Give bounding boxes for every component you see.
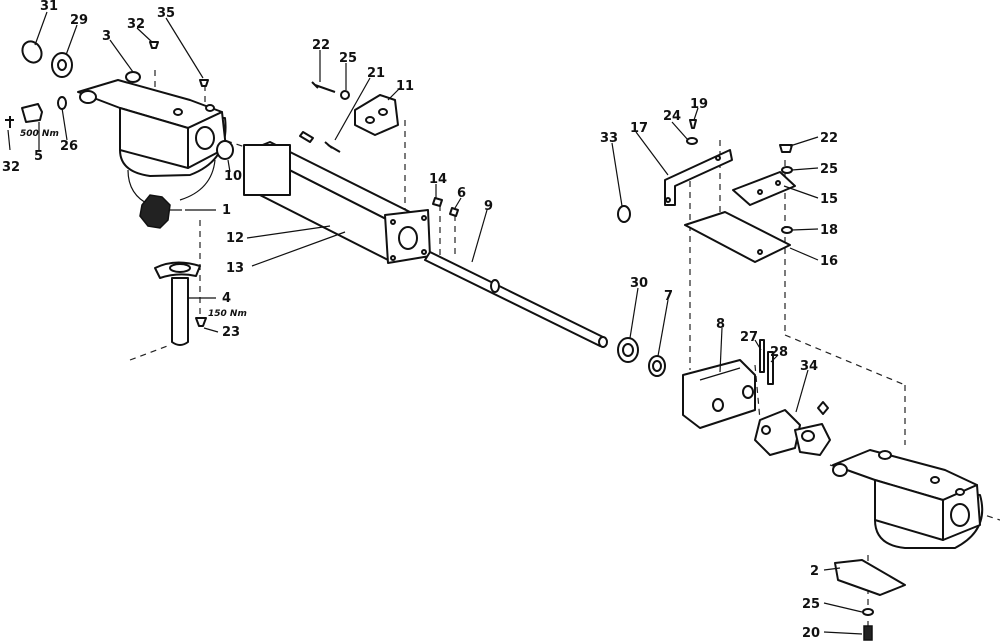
callout-24: 24 [663, 109, 681, 124]
callout-14: 14 [429, 172, 447, 187]
callout-5: 5 [34, 149, 43, 164]
callout-32-top: 32 [127, 17, 145, 32]
plate-15 [732, 171, 796, 206]
plate-16 [684, 211, 791, 263]
callout-1: 1 [222, 203, 231, 218]
callout-26: 26 [60, 139, 78, 154]
callout-11: 11 [396, 79, 414, 94]
torque-500nm: 500 Nm [20, 129, 59, 139]
callout-19: 19 [690, 97, 708, 112]
callout-8: 8 [716, 317, 725, 332]
callout-28: 28 [770, 345, 788, 360]
callout-7: 7 [664, 289, 673, 304]
callout-12: 12 [226, 231, 244, 246]
callout-18: 18 [820, 223, 838, 238]
bracket-17 [664, 149, 733, 206]
callout-2: 2 [810, 564, 819, 579]
callout-25-bottom: 25 [802, 597, 820, 612]
callout-35: 35 [157, 6, 175, 21]
callout-labels: 31 29 32 35 3 32 5 500 Nm 26 10 1 12 13 … [2, 0, 838, 641]
callout-9: 9 [484, 199, 493, 214]
drive-shaft-9 [424, 197, 608, 348]
bracket-11 [354, 94, 399, 136]
bracket-8 [682, 359, 756, 429]
callout-22-center: 22 [312, 38, 330, 53]
universal-joint-34 [754, 339, 831, 456]
callout-21: 21 [367, 66, 385, 81]
callout-22-right: 22 [820, 131, 838, 146]
bottom-plate-2 [834, 559, 906, 641]
central-tube [243, 141, 431, 264]
callout-6: 6 [457, 186, 466, 201]
callout-17: 17 [630, 121, 648, 136]
callout-3: 3 [102, 29, 111, 44]
callout-4: 4 [222, 291, 231, 306]
callout-31: 31 [40, 0, 58, 14]
callout-29: 29 [70, 13, 88, 28]
callout-23: 23 [222, 325, 240, 340]
torque-150nm: 150 Nm [208, 309, 247, 319]
callout-25-right: 25 [820, 162, 838, 177]
bolts-top-center [299, 81, 350, 153]
callout-16: 16 [820, 254, 838, 269]
bevel-pinion-gear [139, 194, 182, 229]
callout-25-center: 25 [339, 51, 357, 66]
right-gearbox-housing [832, 449, 984, 549]
callout-10: 10 [224, 169, 242, 184]
bearings [617, 337, 666, 377]
callout-27: 27 [740, 330, 758, 345]
callout-20: 20 [802, 626, 820, 641]
callout-15: 15 [820, 192, 838, 207]
callout-34: 34 [800, 359, 818, 374]
left-small-parts [5, 40, 234, 327]
leader-lines [7, 11, 863, 635]
callout-30: 30 [630, 276, 648, 291]
left-gearbox-housing [77, 71, 227, 206]
callout-33: 33 [600, 131, 618, 146]
callout-32-left: 32 [2, 160, 20, 175]
callout-13: 13 [226, 261, 244, 276]
vertical-shaft-4 [154, 261, 201, 346]
